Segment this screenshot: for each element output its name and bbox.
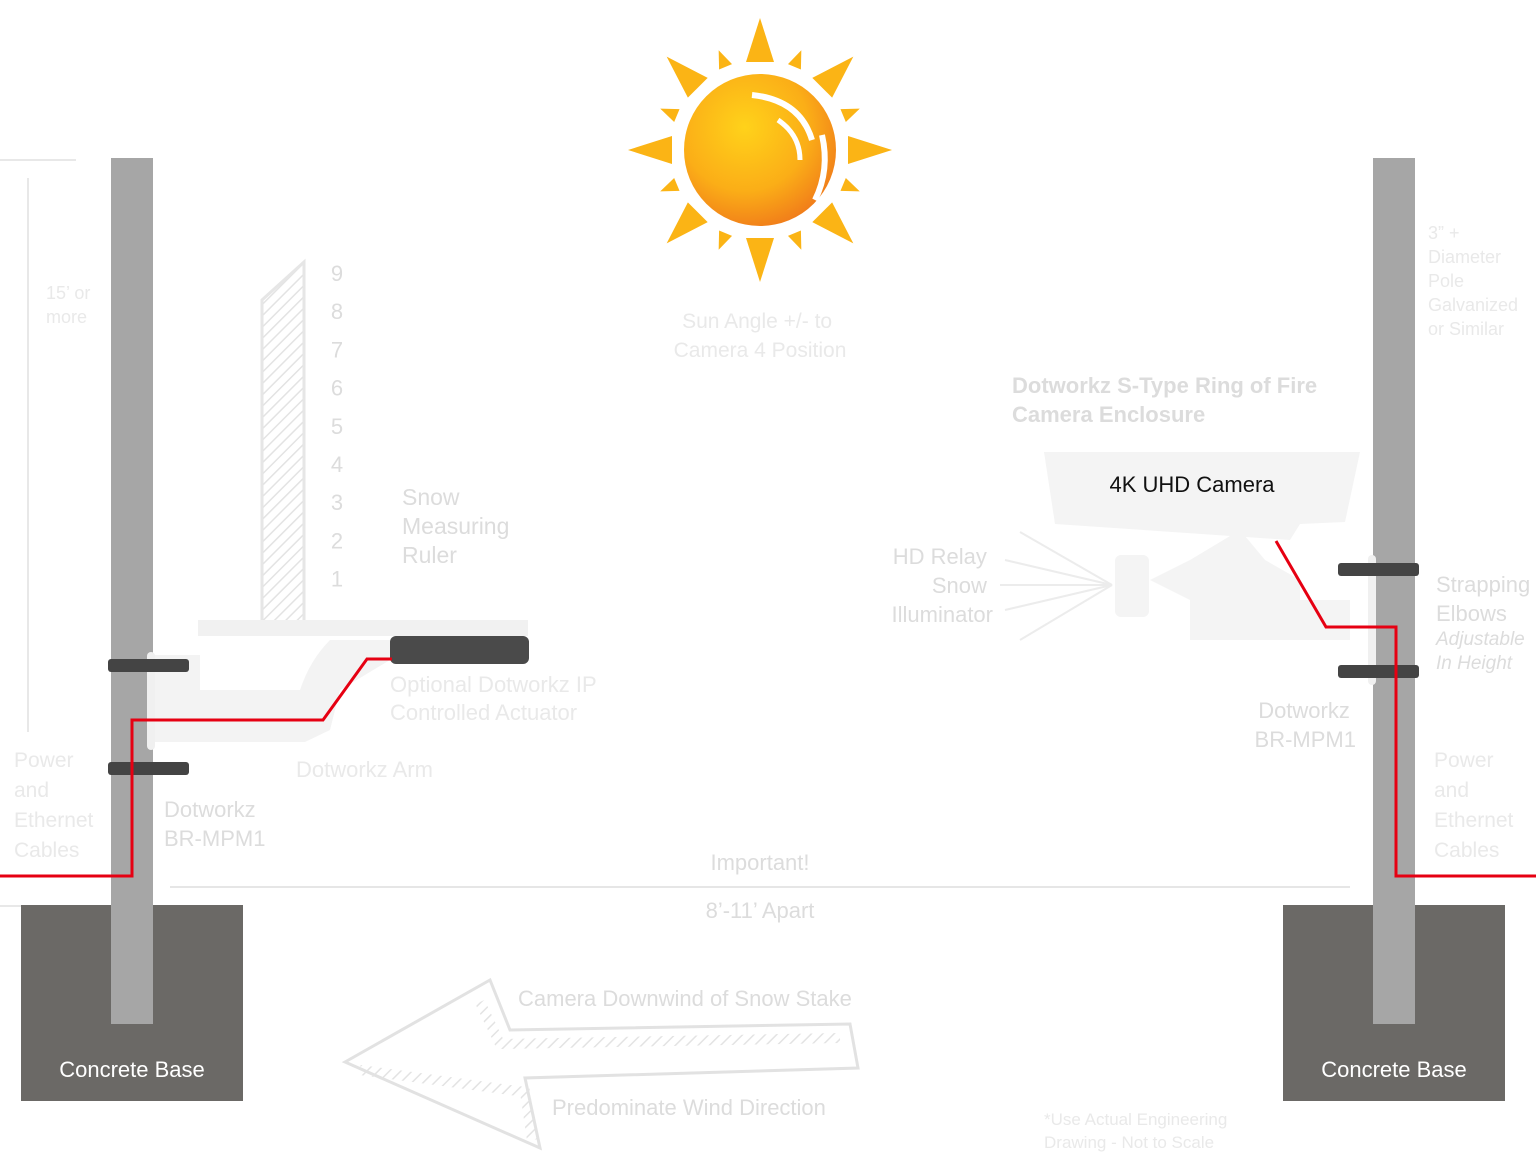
- sun-ray: [812, 56, 854, 98]
- bracket-left-label: Dotworkz BR-MPM1: [164, 797, 265, 851]
- wind-top-label: Camera Downwind of Snow Stake: [518, 986, 852, 1011]
- sun-ray: [840, 177, 860, 192]
- left-cable: [0, 657, 392, 878]
- left-pole: [111, 158, 153, 1024]
- power-left-label: Power and Ethernet Cables: [14, 749, 99, 862]
- right-strap-lower: [1338, 665, 1419, 678]
- sun-icon: [628, 18, 892, 282]
- strapping-label: Strapping Elbows: [1436, 572, 1536, 626]
- ruler-number: 9: [331, 261, 343, 286]
- distance-label: 8’-11’ Apart: [706, 898, 815, 923]
- light-ray: [1019, 531, 1113, 586]
- ruler-number: 3: [331, 490, 343, 515]
- sun-ray: [787, 230, 802, 250]
- right-cable: [1274, 540, 1536, 878]
- camera-label: 4K UHD Camera: [1109, 472, 1275, 497]
- enclosure-label: Dotworkz S-Type Ring of Fire Camera Encl…: [1012, 373, 1323, 427]
- sun-ray: [746, 18, 774, 62]
- left-strap-upper: [108, 659, 189, 672]
- sun-ray: [746, 238, 774, 282]
- right-base-label: Concrete Base: [1321, 1057, 1467, 1082]
- ruler-label: Snow Measuring Ruler: [402, 484, 516, 568]
- camera-enclosure: [1044, 452, 1360, 640]
- arm-label: Dotworkz Arm: [296, 757, 433, 782]
- snow-ruler: [150, 258, 528, 742]
- ruler-number: 5: [331, 414, 343, 439]
- ruler-number: 1: [331, 567, 343, 592]
- adjustable-label: Adjustable In Height: [1435, 629, 1530, 674]
- sun-angle-label: Sun Angle +/- to Camera 4 Position: [674, 310, 847, 362]
- actuator-label: Optional Dotworkz IP Controlled Actuator: [390, 672, 602, 725]
- ruler-number: 4: [331, 452, 343, 477]
- ruler-number: 8: [331, 299, 343, 324]
- light-ray: [1004, 584, 1113, 611]
- right-pole: [1373, 158, 1415, 1024]
- light-ray: [1004, 559, 1113, 586]
- ruler-number: 6: [331, 376, 343, 401]
- pole-height-label: 15’ or more: [46, 283, 95, 327]
- wind-arrow-icon: [341, 977, 860, 1151]
- important-label: Important!: [710, 850, 809, 875]
- sun-ray: [628, 136, 672, 164]
- sun-ray: [848, 136, 892, 164]
- actuator-block: [390, 636, 529, 664]
- pole-spec-label: 3” + Diameter Pole Galvanized or Similar: [1428, 223, 1523, 339]
- sun-ray: [660, 177, 680, 192]
- power-right-label: Power and Ethernet Cables: [1434, 749, 1519, 862]
- illuminator-label: HD Relay Snow Illuminator: [892, 544, 993, 627]
- ruler-number: 7: [331, 337, 343, 362]
- light-ray: [1019, 584, 1113, 641]
- ruler-number: 2: [331, 528, 343, 553]
- right-strap-upper: [1338, 563, 1419, 576]
- sun-ray: [787, 50, 802, 70]
- wind-bottom-label: Predominate Wind Direction: [552, 1095, 826, 1120]
- left-strap-lower: [108, 762, 189, 775]
- sun-ray: [840, 108, 860, 123]
- scale-note-label: *Use Actual Engineering Drawing - Not to…: [1044, 1110, 1232, 1152]
- bracket-right-label: Dotworkz BR-MPM1: [1255, 698, 1356, 752]
- illuminator-rays: [1000, 531, 1113, 641]
- ruler-numbers: 9 8 7 6 5 4 3 2 1: [331, 261, 343, 592]
- sun-ray: [666, 56, 708, 98]
- sun-ray: [718, 230, 733, 250]
- sun-ray: [812, 202, 854, 244]
- sun-ray: [718, 50, 733, 70]
- sun-ray: [666, 202, 708, 244]
- left-base-label: Concrete Base: [59, 1057, 205, 1082]
- sun-ray: [660, 108, 680, 123]
